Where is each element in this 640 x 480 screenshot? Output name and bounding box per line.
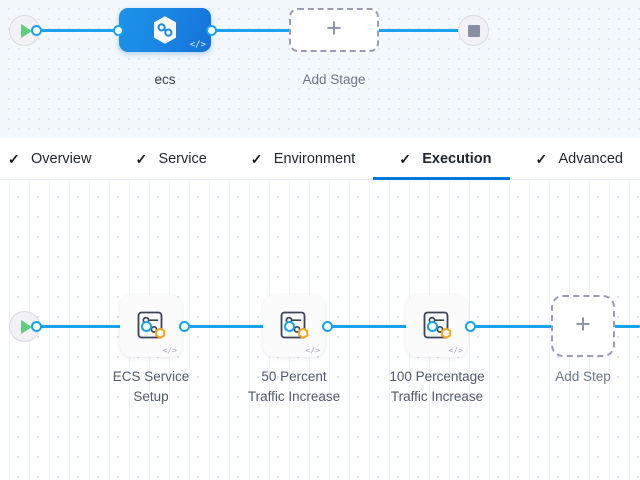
step-1-label-line2: Setup [133,389,169,404]
check-icon: ✓ [8,150,20,167]
step-1-label-line1: ECS Service [112,369,190,384]
section-tab-bar: ✓ Overview ✓ Service ✓ Environment ✓ Exe… [0,138,640,180]
step-3-output-dot [465,321,476,332]
tab-execution[interactable]: ✓ Execution [373,138,510,180]
connector-step-2-to-step-3 [328,325,420,328]
add-step-button[interactable]: + [551,295,615,357]
step-3-input-dot [427,321,438,332]
add-stage-label: Add Stage [302,72,366,87]
connector-start-to-step-1 [36,325,146,328]
stage-code-glyph: </> [189,40,206,50]
harness-hexagon-icon [154,16,176,44]
hexagon-badge [298,327,309,339]
stage-canvas[interactable]: </> ecs + Add Stage [0,0,640,138]
hexagon-badge [155,327,166,339]
check-icon: ✓ [135,150,148,167]
tab-execution-label: Execution [422,150,492,167]
step-1-output-dot [179,321,190,332]
tab-environment[interactable]: ✓ Environment [225,138,373,180]
step-3-label-line2: Traffic Increase [390,389,484,404]
step-2-label-line2: Traffic Increase [247,389,341,404]
plus-icon: + [326,13,342,43]
check-icon: ✓ [535,150,548,167]
step-3-label: 100 Percentage Traffic Increase [372,367,502,407]
connector-step-3-to-add-step [470,325,552,328]
step-1-input-dot [141,321,152,332]
stage-node-output-dot [206,25,217,36]
tab-advanced[interactable]: ✓ Advanced [510,138,640,180]
step-code-glyph: </> [305,346,320,355]
play-icon [20,319,32,334]
step-code-glyph: </> [448,346,463,355]
play-icon [20,23,32,38]
step-1-label: ECS Service Setup [86,367,216,407]
check-icon: ✓ [250,150,263,167]
tab-overview[interactable]: ✓ Overview [0,138,109,180]
pipeline-end-node[interactable] [458,15,489,46]
step-2-label: 50 Percent Traffic Increase [229,367,359,407]
connector-start-to-stage [36,29,126,32]
hexagon-badge [441,327,452,339]
add-stage-button[interactable]: + [289,8,379,52]
tab-service-label: Service [158,150,207,167]
execution-start-connector-dot [31,321,42,332]
stage-node-label: ecs [154,72,176,87]
plus-icon: + [575,309,591,339]
start-node-connector-dot [31,25,42,36]
connector-add-step-trailing [614,325,640,328]
step-2-output-dot [322,321,333,332]
step-2-input-dot [284,321,295,332]
connector-add-stage-to-end [378,29,466,32]
step-3-label-line1: 100 Percentage [389,369,485,384]
tab-advanced-label: Advanced [558,150,624,167]
pipeline-start-node[interactable] [9,15,40,46]
step-code-glyph: </> [162,346,177,355]
tab-service[interactable]: ✓ Service [109,138,224,180]
connector-step-1-to-step-2 [185,325,283,328]
step-settings-icon [280,311,309,339]
stage-node-input-dot [113,25,124,36]
stop-icon [467,24,480,37]
tab-environment-label: Environment [273,150,356,167]
stage-node-ecs[interactable]: </> [119,8,211,52]
step-2-label-line1: 50 Percent [261,369,327,384]
execution-step-canvas[interactable]: </> ECS Service Setup </> [0,181,640,480]
connector-stage-to-add-stage [212,29,294,32]
tab-overview-label: Overview [31,150,92,167]
add-step-label: Add Step [555,369,611,384]
check-icon: ✓ [399,150,411,167]
